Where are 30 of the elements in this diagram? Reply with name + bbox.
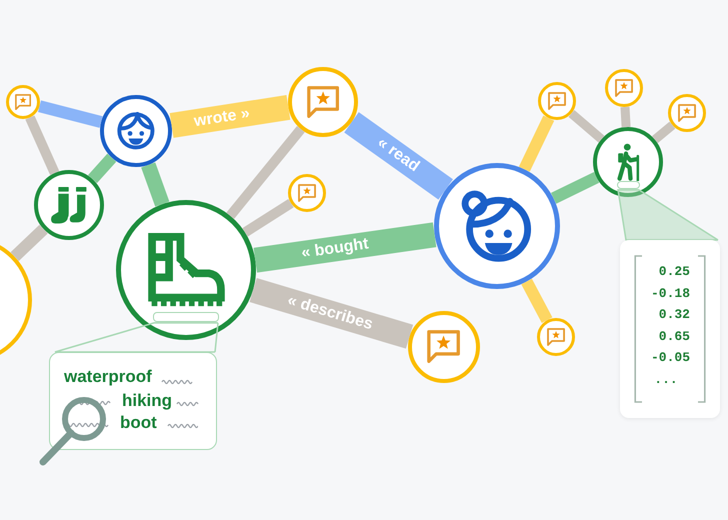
connector-line: [518, 116, 554, 172]
vector-card: [620, 240, 720, 418]
connector-line: [25, 115, 60, 176]
zoom-callout-lines: [54, 322, 219, 353]
connector-line: [250, 278, 414, 349]
connector-line: [344, 112, 453, 200]
zoom-callout-lines: [617, 189, 719, 241]
vector-value: 0.25: [658, 263, 690, 281]
connector-line: [88, 154, 116, 184]
vector-value: ...: [654, 370, 678, 388]
keyword-text: boot: [120, 413, 157, 433]
connector-line: [550, 172, 600, 204]
keyword-text: waterproof: [64, 367, 152, 387]
connector-line: [521, 278, 552, 324]
highlight-frame: [617, 181, 640, 189]
connector-line: [38, 100, 103, 128]
vector-value: -0.18: [650, 284, 690, 302]
keyword-text: hiking: [122, 391, 172, 411]
connector-line: [226, 126, 305, 219]
connector-line: [170, 95, 290, 138]
connector-line: [620, 106, 631, 128]
connector-line: [568, 110, 604, 143]
connector-line: [652, 122, 676, 144]
connector-line: [242, 198, 294, 237]
highlight-frame: [153, 312, 219, 322]
vector-value: -0.05: [650, 349, 690, 367]
connector-line: [141, 162, 170, 207]
connector-line: [10, 224, 48, 261]
vector-value: 0.65: [658, 328, 690, 346]
vector-value: 0.32: [658, 306, 690, 324]
